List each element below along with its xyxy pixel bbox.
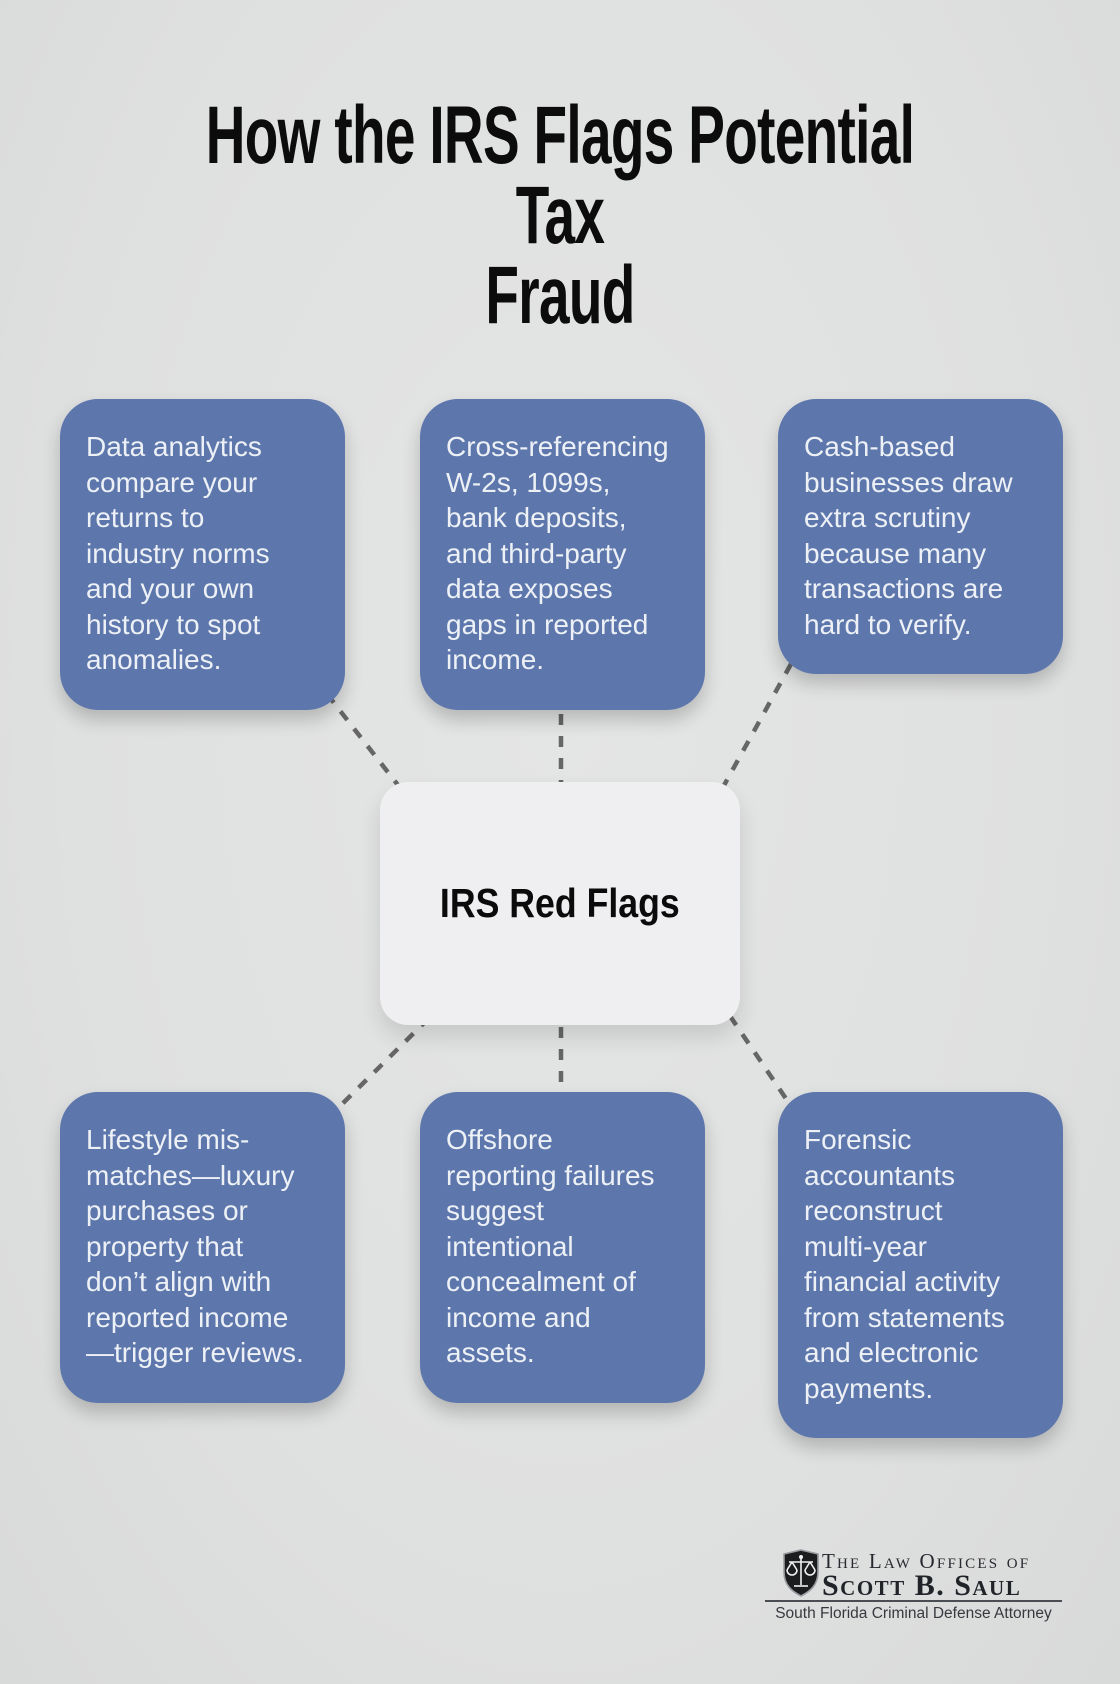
logo-divider-line xyxy=(765,1600,1062,1602)
dashed-connector-bottom-right xyxy=(728,1014,793,1108)
firm-name-line2: Scott B. Saul xyxy=(822,1569,1022,1602)
center-node-label: IRS Red Flags xyxy=(440,880,680,926)
card-data-analytics: Data analytics compare your returns to i… xyxy=(60,399,345,710)
center-node: IRS Red Flags xyxy=(380,782,740,1025)
scales-of-justice-icon xyxy=(783,1549,819,1597)
firm-name-block: The Law Offices of Scott B. Saul xyxy=(822,1549,1062,1602)
card-cash-businesses: Cash-based businesses draw extra scrutin… xyxy=(778,399,1063,674)
logo-tagline: South Florida Criminal Defense Attorney xyxy=(775,1605,1052,1622)
law-firm-logo: The Law Offices of Scott B. Saul South F… xyxy=(765,1544,1065,1630)
card-cross-referencing: Cross-referencing W-2s, 1099s, bank depo… xyxy=(420,399,705,710)
page-title: How the IRS Flags Potential Tax Fraud xyxy=(205,90,915,341)
dashed-connector-top-left xyxy=(325,692,403,791)
firm-name-line1: The Law Offices of xyxy=(822,1549,1031,1573)
card-forensic-accountants: Forensic accountants reconstruct multi-y… xyxy=(778,1092,1063,1438)
card-lifestyle-mismatch: Lifestyle mis- matches—luxury purchases … xyxy=(60,1092,345,1403)
dashed-connector-bottom-left xyxy=(328,1016,431,1118)
card-offshore-reporting: Offshore reporting failures suggest inte… xyxy=(420,1092,705,1403)
dashed-connector-top-right xyxy=(720,662,793,791)
